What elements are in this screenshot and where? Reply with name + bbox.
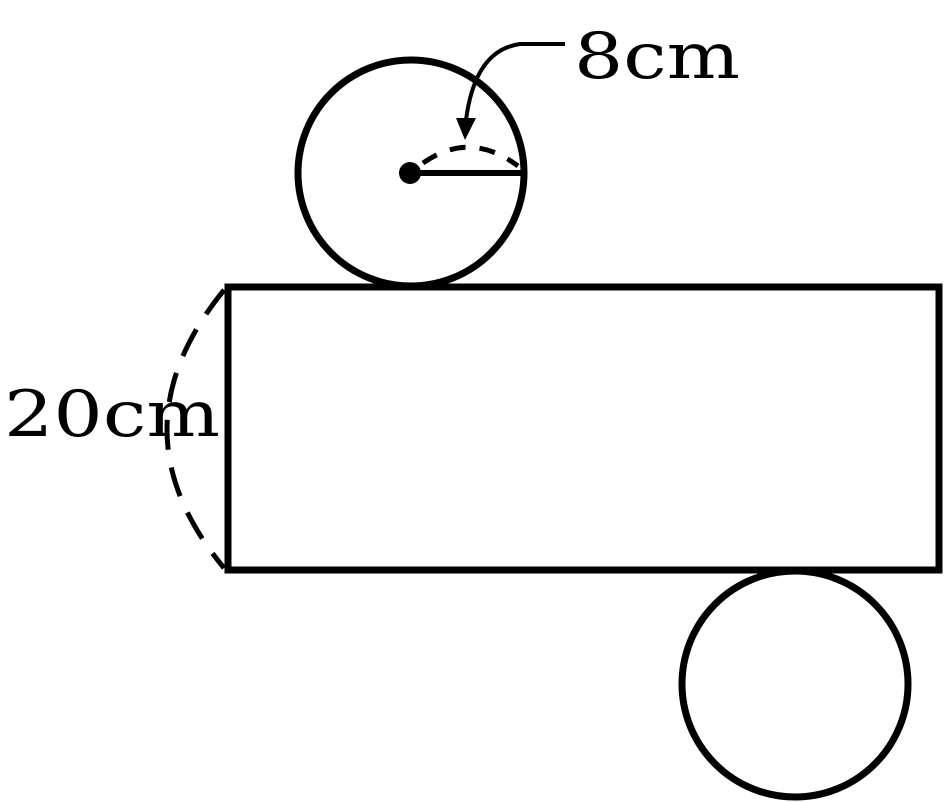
callout-arrowhead bbox=[456, 118, 476, 140]
radius-label: 8cm bbox=[574, 20, 740, 94]
height-label: 20cm bbox=[4, 378, 220, 452]
bottom-circle bbox=[678, 567, 912, 801]
lateral-rectangle bbox=[224, 283, 943, 574]
height-arc bbox=[164, 288, 226, 570]
radius-arc bbox=[421, 144, 520, 169]
callout-arrow bbox=[464, 42, 565, 121]
